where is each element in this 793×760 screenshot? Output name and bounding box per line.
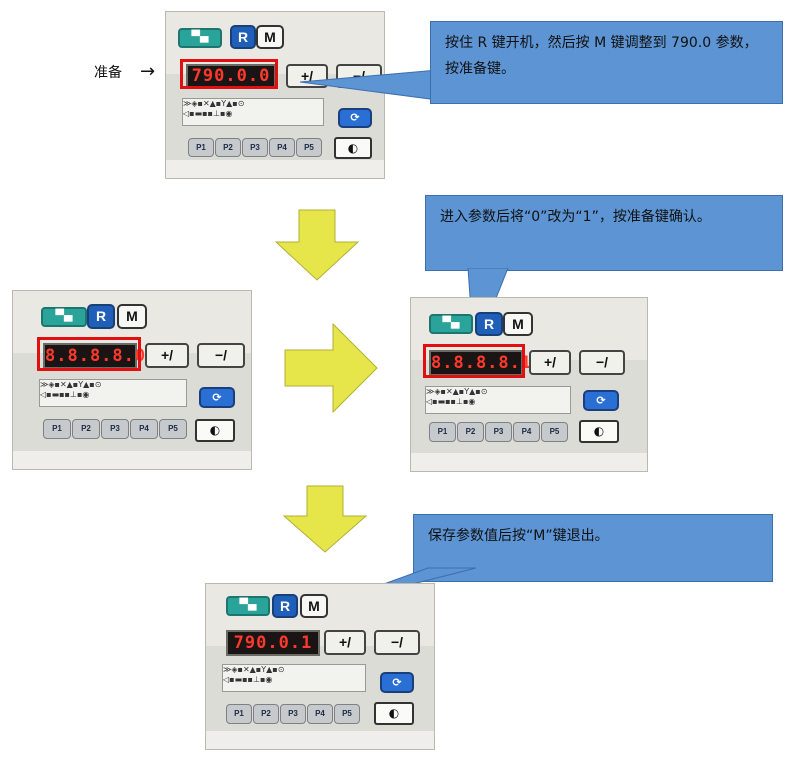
- plus-button[interactable]: +/: [145, 343, 189, 368]
- callout-3-text: 保存参数值后按“M”键退出。: [428, 528, 609, 544]
- minus-button[interactable]: −/: [374, 630, 420, 655]
- r-button[interactable]: R: [272, 594, 298, 618]
- callout-1-pointer: [300, 69, 439, 101]
- presser-foot-button[interactable]: ▀▄: [429, 314, 473, 334]
- down-arrow-icon: [274, 209, 360, 281]
- p5-key[interactable]: P5: [296, 138, 322, 157]
- p3-key[interactable]: P3: [280, 704, 306, 724]
- p5-key[interactable]: P5: [159, 419, 187, 439]
- parameter-display: 8.8.8.8.0: [43, 343, 145, 369]
- parameter-display: 8.8.8.8.1: [429, 350, 531, 376]
- down-arrow-icon: [282, 485, 368, 553]
- thread-trim-button[interactable]: ◐: [195, 419, 235, 442]
- p1-key[interactable]: P1: [226, 704, 252, 724]
- display-highlight: [180, 59, 278, 89]
- p1-key[interactable]: P1: [188, 138, 214, 157]
- minus-button[interactable]: −/: [197, 343, 245, 368]
- plus-button[interactable]: +/: [324, 630, 366, 655]
- plus-button[interactable]: +/: [529, 350, 571, 375]
- function-icons-strip: ≫◈▪✕▲▪Y▲▪⊙◁▪▬▪▪⊥▪◉: [39, 379, 187, 407]
- thread-trim-button[interactable]: ◐: [374, 702, 414, 725]
- callout-1-text: 按住 R 键开机，然后按 M 键调整到 790.0 参数，按准备键。: [445, 35, 758, 77]
- p2-key[interactable]: P2: [457, 422, 484, 442]
- p4-key[interactable]: P4: [307, 704, 333, 724]
- cycle-button[interactable]: ⟳: [338, 108, 372, 128]
- presser-foot-button[interactable]: ▀▄: [226, 596, 270, 616]
- function-icons-strip: ≫◈▪✕▲▪Y▲▪⊙◁▪▬▪▪⊥▪◉: [222, 664, 366, 692]
- right-arrow-icon: [284, 322, 378, 414]
- presser-foot-button[interactable]: ▀▄: [178, 28, 222, 48]
- thread-trim-button[interactable]: ◐: [334, 137, 372, 159]
- r-button[interactable]: R: [230, 25, 256, 49]
- display-highlight: [423, 344, 525, 378]
- function-icons-strip: ≫◈▪✕▲▪Y▲▪⊙◁▪▬▪▪⊥▪◉: [425, 386, 571, 414]
- callout-2: 进入参数后将“0”改为“1”，按准备键确认。: [425, 195, 783, 271]
- p5-key[interactable]: P5: [541, 422, 568, 442]
- p2-key[interactable]: P2: [253, 704, 279, 724]
- parameter-display: 790.0.1: [226, 630, 320, 656]
- r-button[interactable]: R: [475, 312, 503, 336]
- p3-key[interactable]: P3: [242, 138, 268, 157]
- display-highlight: [37, 337, 141, 371]
- p3-key[interactable]: P3: [485, 422, 512, 442]
- presser-foot-button[interactable]: ▀▄: [41, 307, 87, 327]
- m-button[interactable]: M: [503, 312, 533, 336]
- control-panel-4: ▀▄ R M 790.0.1 +/ −/ ≫◈▪✕▲▪Y▲▪⊙◁▪▬▪▪⊥▪◉ …: [205, 583, 435, 750]
- p4-key[interactable]: P4: [269, 138, 295, 157]
- p1-key[interactable]: P1: [43, 419, 71, 439]
- plus-button[interactable]: +/: [286, 64, 328, 88]
- callout-3: 保存参数值后按“M”键退出。: [413, 514, 773, 582]
- p1-key[interactable]: P1: [429, 422, 456, 442]
- r-button[interactable]: R: [87, 304, 115, 329]
- side-label: 准备: [94, 65, 122, 81]
- right-arrow-icon: →: [140, 61, 156, 82]
- p4-key[interactable]: P4: [513, 422, 540, 442]
- parameter-display: 790.0.0: [186, 64, 276, 88]
- minus-button[interactable]: −/: [579, 350, 625, 375]
- p2-key[interactable]: P2: [72, 419, 100, 439]
- m-button[interactable]: M: [117, 304, 147, 329]
- thread-trim-button[interactable]: ◐: [579, 420, 619, 443]
- control-panel-1: ▀▄ R M 790.0.0 +/ −/ ≫◈▪✕▲▪Y▲▪⊙◁▪▬▪▪⊥▪◉ …: [165, 11, 385, 179]
- cycle-button[interactable]: ⟳: [199, 387, 235, 408]
- callout-1: 按住 R 键开机，然后按 M 键调整到 790.0 参数，按准备键。: [430, 21, 783, 104]
- cycle-button[interactable]: ⟳: [583, 390, 619, 411]
- control-panel-2: ▀▄ R M 8.8.8.8.0 +/ −/ ≫◈▪✕▲▪Y▲▪⊙◁▪▬▪▪⊥▪…: [12, 290, 252, 470]
- p2-key[interactable]: P2: [215, 138, 241, 157]
- p4-key[interactable]: P4: [130, 419, 158, 439]
- m-button[interactable]: M: [256, 25, 284, 49]
- p3-key[interactable]: P3: [101, 419, 129, 439]
- function-icons-strip: ≫◈▪✕▲▪Y▲▪⊙◁▪▬▪▪⊥▪◉: [182, 98, 324, 126]
- callout-2-text: 进入参数后将“0”改为“1”，按准备键确认。: [440, 209, 711, 225]
- m-button[interactable]: M: [300, 594, 328, 618]
- p5-key[interactable]: P5: [334, 704, 360, 724]
- cycle-button[interactable]: ⟳: [380, 672, 414, 693]
- control-panel-3: ▀▄ R M 8.8.8.8.1 +/ −/ ≫◈▪✕▲▪Y▲▪⊙◁▪▬▪▪⊥▪…: [410, 297, 648, 472]
